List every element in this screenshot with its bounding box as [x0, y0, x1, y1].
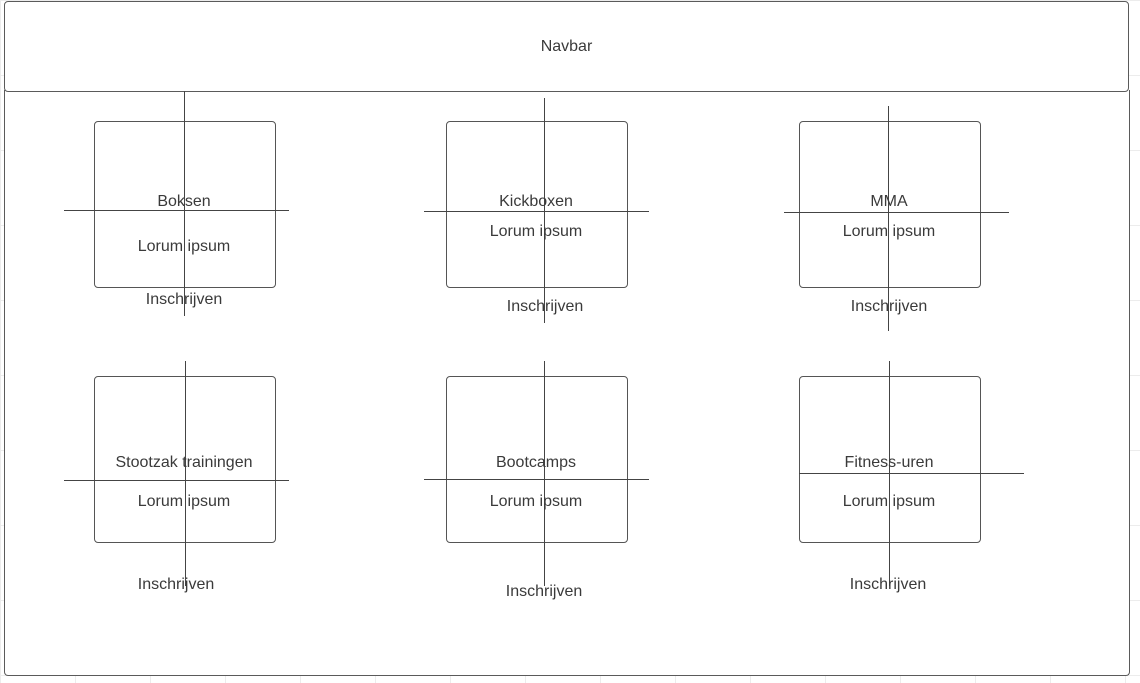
card-kickboxen-vertical-guide: [544, 98, 545, 323]
card-body: Lorum ipsum: [489, 223, 583, 240]
card-title: Bootcamps: [495, 454, 577, 471]
card-title: Kickboxen: [499, 193, 573, 210]
card-body: Lorum ipsum: [842, 493, 936, 510]
card-mma-vertical-guide: [888, 106, 889, 331]
card-mma-horizontal-guide: [784, 212, 1009, 213]
card-title: MMA: [870, 193, 908, 210]
card-body: Lorum ipsum: [489, 493, 583, 510]
card-kickboxen: [446, 121, 628, 288]
card-bootcamps-vertical-guide: [544, 361, 545, 586]
card-mma: [799, 121, 981, 288]
card-boksen: [94, 121, 276, 288]
card-body: Lorum ipsum: [137, 238, 231, 255]
card-title: Fitness-uren: [844, 454, 934, 471]
card-fitness-horizontal-guide: [799, 473, 1024, 474]
card-boksen-vertical-guide: [184, 91, 185, 316]
card-bootcamps-horizontal-guide: [424, 479, 649, 480]
signup-link[interactable]: Inschrijven: [137, 576, 215, 593]
card-title: Stootzak trainingen: [115, 454, 253, 471]
card-body: Lorum ipsum: [842, 223, 936, 240]
card-stootzak-vertical-guide: [185, 361, 186, 586]
navbar-label: Navbar: [540, 37, 593, 55]
card-boksen-horizontal-guide: [64, 210, 289, 211]
signup-link[interactable]: Inschrijven: [145, 291, 223, 308]
page-frame: [4, 90, 1130, 676]
card-stootzak-horizontal-guide: [64, 480, 289, 481]
card-kickboxen-horizontal-guide: [424, 211, 649, 212]
card-body: Lorum ipsum: [137, 493, 231, 510]
navbar: Navbar: [4, 1, 1129, 92]
signup-link[interactable]: Inschrijven: [849, 576, 927, 593]
card-fitness-uren: [799, 376, 981, 543]
card-title: Boksen: [157, 193, 211, 210]
signup-link[interactable]: Inschrijven: [505, 583, 583, 600]
signup-link[interactable]: Inschrijven: [506, 298, 584, 315]
signup-link[interactable]: Inschrijven: [850, 298, 928, 315]
card-bootcamps: [446, 376, 628, 543]
